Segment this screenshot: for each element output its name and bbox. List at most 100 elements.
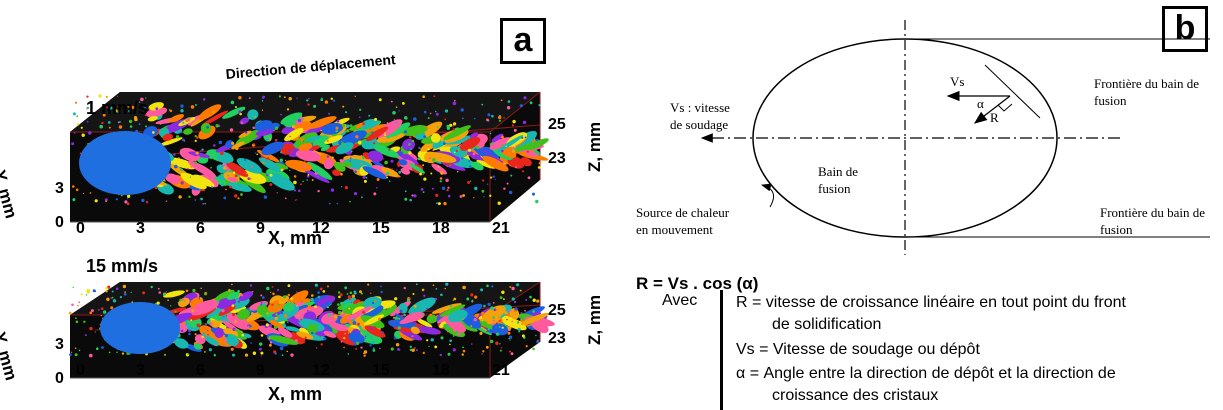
grain-speck (507, 326, 512, 331)
grain-speck (314, 171, 318, 175)
grain-speck (128, 119, 133, 124)
grain-speck (289, 135, 291, 138)
grain-speck (390, 347, 394, 351)
grain-speck (127, 104, 131, 108)
grain-speck (447, 186, 450, 189)
grain-speck (323, 337, 327, 341)
grain-speck (485, 345, 489, 349)
grain-speck (272, 292, 275, 296)
grain (311, 145, 320, 151)
grain-speck (449, 123, 453, 127)
grain-speck (538, 162, 541, 165)
grain-speck (341, 124, 346, 128)
grain-speck (219, 320, 223, 324)
grain-speck (269, 183, 273, 186)
grain-speck (360, 346, 363, 349)
grain-speck (174, 310, 177, 313)
grain-speck (495, 161, 499, 164)
plot-15mm-x-tick: 21 (492, 362, 510, 379)
grain-speck (315, 323, 318, 326)
grain-speck (499, 343, 501, 345)
grain (189, 299, 219, 316)
grain (362, 166, 387, 180)
grain-speck (423, 294, 426, 297)
grain-speck (140, 97, 144, 102)
speed-label-1mm: 1 mm/s (86, 98, 149, 118)
grain-speck (319, 287, 323, 291)
grain-speck (503, 298, 505, 300)
grain-speck (116, 95, 118, 97)
grain-speck (371, 340, 375, 345)
grain-speck (472, 152, 476, 156)
grain-speck (340, 340, 343, 343)
grain-speck (74, 347, 77, 350)
grain-speck (302, 127, 305, 130)
grain (471, 161, 484, 171)
grain-speck (111, 296, 114, 299)
grain-speck (371, 131, 374, 134)
grain-speck (74, 132, 76, 134)
grain-speck (123, 292, 127, 296)
grain-speck (298, 189, 301, 193)
grain-speck (268, 323, 273, 328)
grain-speck (180, 181, 184, 185)
grain (476, 146, 502, 158)
grain-speck (503, 117, 505, 119)
grain-speck (251, 312, 254, 315)
grain-speck (509, 350, 511, 353)
def-r-line2: de solidification (772, 316, 882, 333)
grain-speck (211, 186, 213, 189)
grain-speck (500, 99, 503, 102)
grain-speck (495, 341, 499, 345)
grain-speck (259, 342, 263, 346)
grain-speck (343, 337, 346, 340)
grain-speck (409, 348, 412, 352)
grain-speck (413, 194, 417, 198)
grain-speck (237, 300, 240, 303)
grain-speck (89, 311, 92, 315)
grain-speck (281, 354, 284, 357)
grain-speck (214, 344, 217, 346)
plot-1mm-x-tick: 12 (312, 220, 330, 237)
grain-speck (284, 159, 287, 162)
grain (225, 333, 239, 347)
grain-speck (521, 334, 525, 338)
grain-speck (265, 323, 269, 327)
grain-speck (511, 149, 516, 153)
vs-vector-label: Vs (950, 74, 965, 89)
grain-speck (388, 304, 392, 308)
grain (214, 289, 235, 302)
grain-speck (404, 190, 407, 193)
grain-speck (279, 346, 284, 351)
grain-speck (438, 141, 440, 143)
grain-speck (373, 326, 376, 330)
grain-speck (83, 320, 86, 323)
grain-speck (479, 318, 483, 322)
grain-speck (392, 111, 396, 115)
grain-speck (118, 125, 123, 129)
grain-speck (496, 329, 499, 332)
grain-speck (199, 297, 202, 300)
grain-speck (461, 353, 464, 356)
grain-speck (269, 343, 272, 347)
grain (400, 167, 411, 175)
grain (275, 306, 300, 323)
grain-speck (370, 336, 373, 339)
grain-speck (266, 157, 270, 160)
grain-speck (228, 289, 231, 292)
grain-speck (340, 172, 343, 176)
grain-speck (302, 180, 304, 183)
grain-speck (384, 134, 387, 137)
plot-15mm-x-tick: 3 (136, 362, 145, 379)
grain (430, 133, 441, 143)
grain-speck (402, 102, 405, 105)
grain (443, 125, 471, 141)
grain-speck (177, 183, 180, 186)
grain-speck (115, 198, 118, 201)
grain-speck (390, 100, 393, 103)
grain-speck (423, 135, 427, 139)
grain-speck (507, 100, 511, 103)
grain-speck (431, 187, 434, 190)
grain-speck (225, 188, 227, 191)
grain-speck (320, 129, 322, 132)
